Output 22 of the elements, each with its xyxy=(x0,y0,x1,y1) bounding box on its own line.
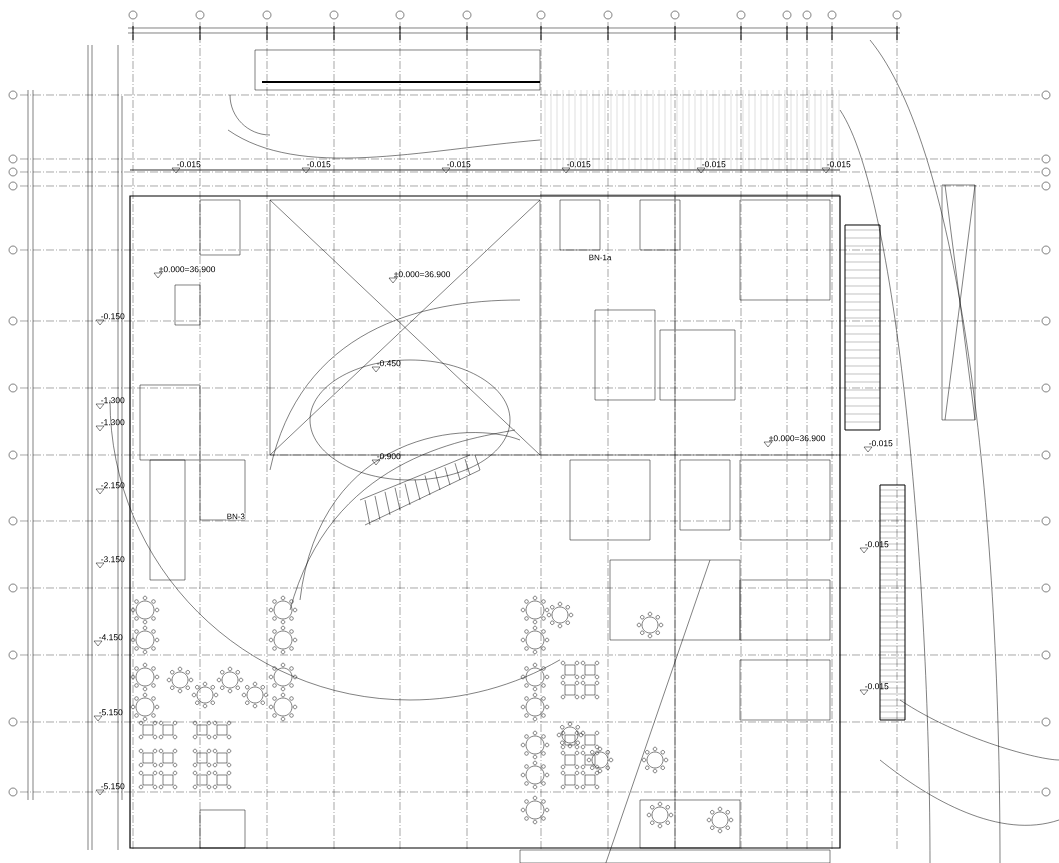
elevation-mark: -0.015 xyxy=(859,683,889,696)
elevation-mark: -5.150 xyxy=(93,709,123,722)
elevation-mark: -0.150 xyxy=(95,313,125,326)
elevation-mark: -0.015 xyxy=(863,440,893,453)
elevation-mark: -0.900 xyxy=(371,453,401,466)
elevation-mark: -2.150 xyxy=(95,482,125,495)
elevation-mark: -0.015 xyxy=(859,541,889,554)
elevation-mark: ±0.000=36.900 xyxy=(763,435,826,448)
elevation-mark: -0.015 xyxy=(301,161,331,174)
elevation-mark: -4.150 xyxy=(93,634,123,647)
elevation-mark: ±0.000=36.900 xyxy=(153,266,216,279)
elevation-mark: -0.015 xyxy=(171,161,201,174)
elevation-mark: -0.015 xyxy=(561,161,591,174)
elevation-mark: -3.150 xyxy=(95,556,125,569)
elevation-mark: -0.015 xyxy=(441,161,471,174)
elevation-mark: -0.450 xyxy=(371,360,401,373)
elevation-mark: -0.015 xyxy=(696,161,726,174)
elevation-mark: ±0.000=36.900 xyxy=(388,271,451,284)
elevation-mark: -0.015 xyxy=(821,161,851,174)
elevation-mark: -5.150 xyxy=(95,783,125,796)
elevation-mark: -1.300 xyxy=(95,419,125,432)
elevation-mark: -1.300 xyxy=(95,397,125,410)
